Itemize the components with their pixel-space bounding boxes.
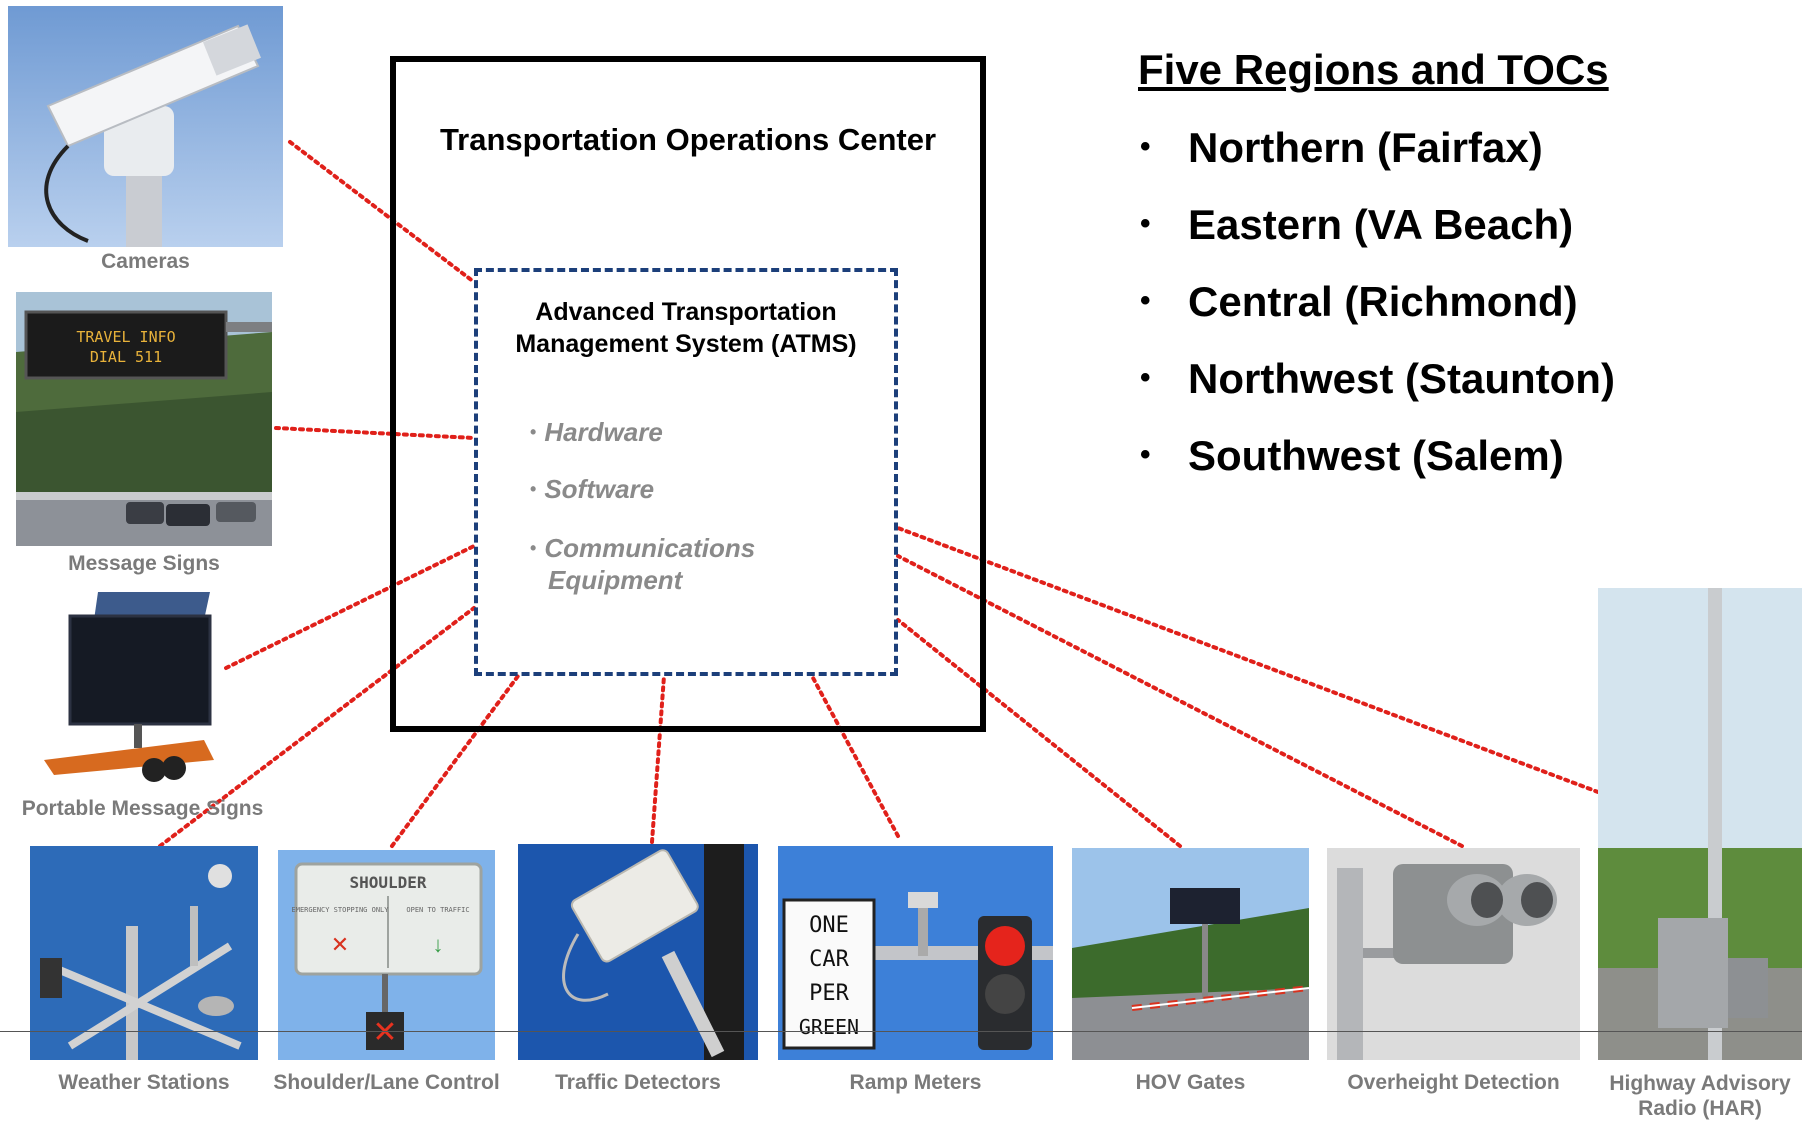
shoulder-sign-left: EMERGENCY STOPPING ONLY <box>292 906 390 914</box>
shoulder-x-mark: ✕ <box>331 932 349 957</box>
shoulder-arrow-mark: ↓ <box>433 932 444 957</box>
atms-item-software: •Software <box>530 474 655 504</box>
hov-gates-caption: HOV Gates <box>1135 1071 1246 1094</box>
ramp-sign-line2: CAR <box>809 947 849 972</box>
region-item: •Eastern (VA Beach) <box>1140 201 1574 248</box>
connector-har-a <box>896 526 1600 794</box>
lane-x-signal: ✕ <box>372 1016 397 1049</box>
atms-box: Advanced Transportation Management Syste… <box>474 268 898 676</box>
toc-box: Transportation Operations Center <box>390 56 986 732</box>
region-item: •Central (Richmond) <box>1140 278 1578 325</box>
atms-item-hardware: •Hardware <box>530 417 663 447</box>
regions-heading: Five Regions and TOCs <box>1138 46 1609 93</box>
atms-title: Advanced Transportation Management Syste… <box>478 296 894 360</box>
portable-message-signs-caption: Portable Message Signs <box>21 797 264 820</box>
har-caption-line1: Highway Advisory <box>1609 1072 1791 1095</box>
shoulder-sign-header: SHOULDER <box>349 873 426 892</box>
shoulder-lane-control-image: SHOULDER EMERGENCY STOPPING ONLY ✕ OPEN … <box>278 850 495 1060</box>
message-signs-caption: Message Signs <box>68 552 220 575</box>
portable-message-signs-image <box>34 590 224 786</box>
toc-title: Transportation Operations Center <box>439 122 937 157</box>
atms-title-line1: Advanced Transportation <box>535 298 837 326</box>
ramp-sign-line4: GREEN <box>799 1015 859 1039</box>
region-item: •Northwest (Staunton) <box>1140 355 1615 402</box>
cameras-image <box>8 6 283 247</box>
region-item: •Southwest (Salem) <box>1140 432 1564 479</box>
atms-item-communications: •Communications <box>530 533 756 563</box>
har-caption: Highway Advisory Radio (HAR) <box>1598 1071 1802 1121</box>
atms-item-equipment: Equipment <box>548 565 683 595</box>
region-item: •Northern (Fairfax) <box>1140 124 1543 171</box>
baseline-divider <box>0 1031 1802 1032</box>
har-image <box>1598 588 1802 1060</box>
overheight-detection-image <box>1327 848 1580 1060</box>
traffic-detectors-caption: Traffic Detectors <box>555 1071 721 1094</box>
hov-gates-image <box>1072 848 1309 1060</box>
weather-stations-caption: Weather Stations <box>58 1071 230 1094</box>
overheight-detection-caption: Overheight Detection <box>1347 1071 1560 1094</box>
har-caption-line2: Radio (HAR) <box>1638 1097 1762 1120</box>
weather-stations-image <box>30 846 258 1060</box>
vms-text-line2: DIAL 511 <box>90 348 162 366</box>
ramp-meters-image: ONE CAR PER GREEN <box>778 846 1053 1060</box>
cameras-caption: Cameras <box>101 250 190 273</box>
message-signs-image: TRAVEL INFO DIAL 511 <box>16 292 272 546</box>
ramp-sign-line3: PER <box>809 981 849 1006</box>
shoulder-sign-right: OPEN TO TRAFFIC <box>406 906 469 914</box>
ramp-sign-line1: ONE <box>809 913 849 938</box>
ramp-meters-caption: Ramp Meters <box>849 1071 982 1094</box>
shoulder-lane-control-caption: Shoulder/Lane Control <box>273 1071 500 1094</box>
traffic-detectors-image <box>518 844 758 1060</box>
vms-text-line1: TRAVEL INFO <box>76 328 175 346</box>
atms-title-line2: Management System (ATMS) <box>515 330 857 358</box>
